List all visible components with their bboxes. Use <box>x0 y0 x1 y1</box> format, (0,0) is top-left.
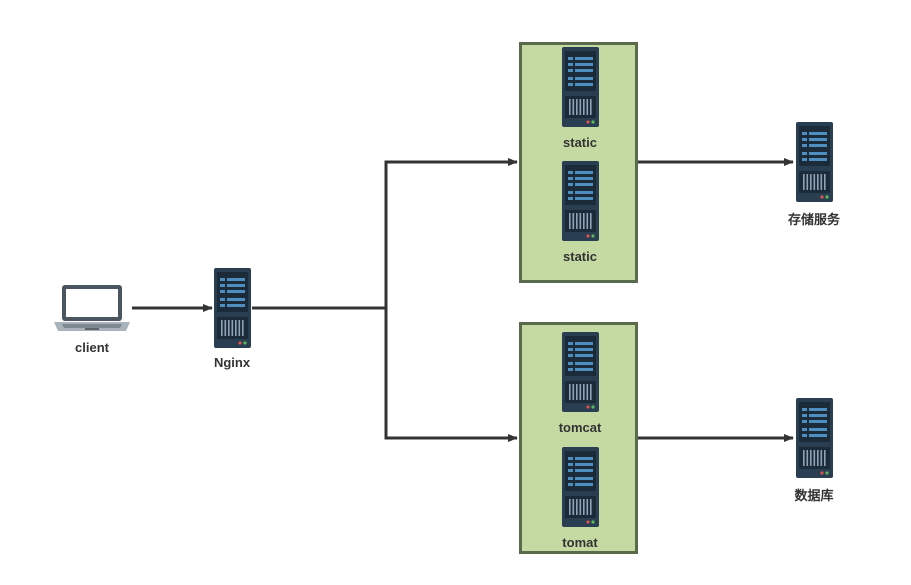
static-2-label: static <box>563 249 597 264</box>
storage-server <box>796 122 833 207</box>
static-server-2 <box>562 161 599 246</box>
tomcat-1-label: tomcat <box>558 420 602 435</box>
laptop-icon <box>54 285 130 331</box>
edge-nginx-to-static <box>384 158 518 308</box>
server-icon <box>214 268 251 348</box>
tomcat-server-1 <box>562 332 599 417</box>
client-node <box>52 284 132 337</box>
storage-label: 存储服务 <box>787 212 840 227</box>
client-label: client <box>75 340 109 355</box>
database-label: 数据库 <box>794 488 834 503</box>
server-icon <box>562 447 599 527</box>
nginx-label: Nginx <box>213 355 251 370</box>
server-icon <box>562 332 599 412</box>
static-server-1 <box>562 47 599 132</box>
server-icon <box>796 398 833 478</box>
tomcat-2-label: tomat <box>562 535 598 550</box>
tomcat-server-2 <box>562 447 599 532</box>
database-server <box>796 398 833 483</box>
server-icon <box>562 161 599 241</box>
static-1-label: static <box>563 135 597 150</box>
server-icon <box>562 47 599 127</box>
nginx-node <box>214 268 251 353</box>
edge-nginx-to-tomcat <box>384 308 518 442</box>
server-icon <box>796 122 833 202</box>
